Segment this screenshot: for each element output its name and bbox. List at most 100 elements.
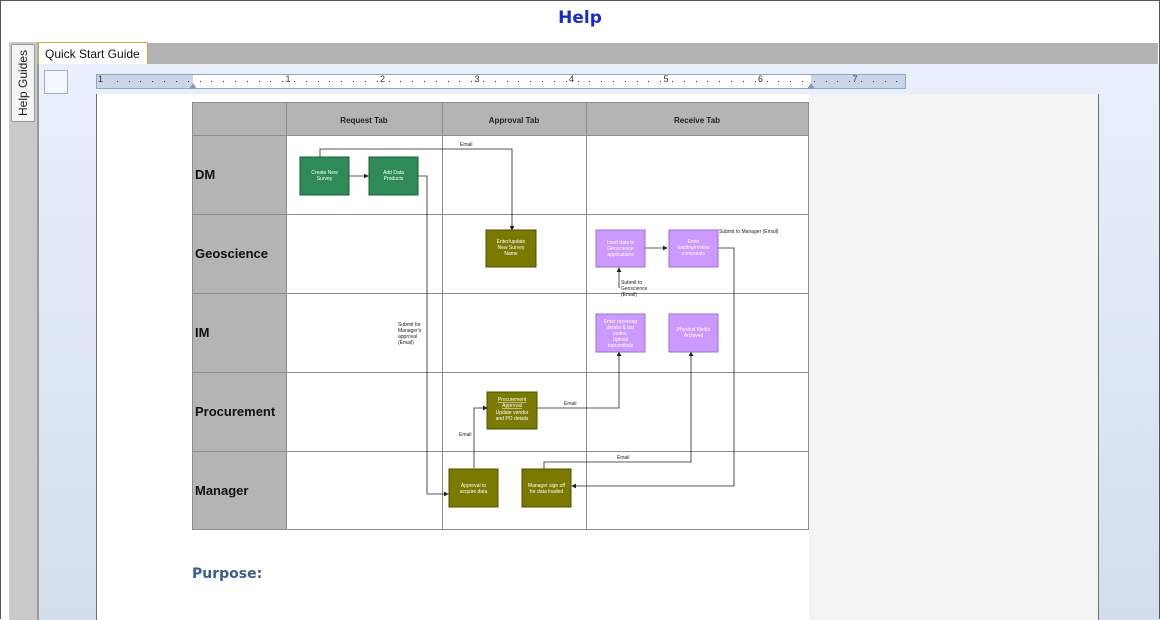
ruler-tick [341, 81, 342, 82]
ruler-tick [129, 81, 130, 82]
svg-text:(Email): (Email) [621, 292, 637, 298]
ruler-tick [200, 81, 201, 82]
left-indent-marker[interactable] [189, 83, 197, 89]
svg-text:(Email): (Email) [398, 340, 414, 346]
diagram-connectors [319, 148, 735, 497]
submit-to-geoscience-annotation: Submit to Geoscience (Email) [621, 280, 648, 298]
svg-text:Create New: Create New [311, 170, 338, 176]
ruler-number: 4 [569, 74, 575, 84]
ruler-tick [554, 81, 555, 82]
window-title: Help [558, 8, 602, 28]
svg-text:and PO details: and PO details [496, 416, 529, 422]
approval-acquire-box: Approval to acquire data [448, 468, 499, 508]
ruler-tick [731, 81, 732, 82]
help-guides-tab-label: Help Guides [16, 49, 30, 117]
ruler-tick [140, 81, 141, 82]
ruler-tick [459, 81, 460, 82]
horizontal-ruler[interactable]: 1 1 2 3 4 5 6 7 [96, 74, 906, 89]
enter-receiving-details-box: Enter receiving details & bar codes. Upl… [595, 313, 646, 353]
diagram-grid [192, 102, 809, 530]
submit-to-manager-annotation: Submit to Manager (Email) [719, 229, 779, 235]
ruler-tick [837, 81, 838, 82]
ruler-tick [282, 81, 283, 82]
help-guides-tab[interactable]: Help Guides [11, 44, 35, 122]
lane-im: IM [195, 325, 209, 340]
column-header-row [192, 102, 809, 135]
ruler-left-margin [97, 75, 193, 88]
ruler-tick [329, 81, 330, 82]
ruler-right-margin [811, 75, 905, 88]
ruler-tick [188, 81, 189, 82]
email-annotation-bottom: Email [617, 455, 630, 461]
svg-text:Manager's: Manager's [398, 328, 422, 334]
lane-manager: Manager [195, 483, 248, 498]
ruler-tick [164, 81, 165, 82]
ruler-tick [849, 81, 850, 82]
svg-text:Geoscience: Geoscience [607, 246, 634, 252]
ruler-tick [885, 81, 886, 82]
procurement-approval-box: Procurement Approval Update vendor and P… [486, 391, 538, 430]
physical-media-box: Physical Media Archived [668, 313, 719, 353]
ruler-tick [400, 81, 401, 82]
right-indent-marker[interactable] [807, 83, 815, 89]
svg-text:Enter: Enter [688, 239, 700, 245]
ruler-tick [802, 81, 803, 82]
ruler-tick [873, 81, 874, 82]
ruler-tick [424, 81, 425, 82]
svg-text:Submit for: Submit for [398, 322, 421, 328]
ruler-tick [672, 81, 673, 82]
ruler-tick [412, 81, 413, 82]
svg-text:approval: approval [398, 334, 417, 340]
ruler-tick [625, 81, 626, 82]
tab-quick-start-guide[interactable]: Quick Start Guide [38, 42, 148, 65]
ruler-tick [660, 81, 661, 82]
svg-text:Archived: Archived [684, 333, 704, 339]
ruler-tick [483, 81, 484, 82]
ruler-corner [44, 70, 68, 94]
svg-text:Enter/update: Enter/update [497, 239, 526, 245]
ruler-tick [696, 81, 697, 82]
column-header-receive: Receive Tab [674, 116, 720, 125]
ruler-number: 3 [474, 74, 480, 84]
ruler-tick [790, 81, 791, 82]
create-survey-box: Create New Survey [299, 156, 350, 196]
ruler-tick [495, 81, 496, 82]
ruler-tick [542, 81, 543, 82]
svg-text:comments: comments [682, 251, 706, 257]
ruler-number: 5 [663, 74, 669, 84]
add-data-products-box: Add Data Products [368, 156, 419, 196]
ruler-tick [259, 81, 260, 82]
ruler-tick [471, 81, 472, 82]
ruler-tick [223, 81, 224, 82]
ruler-number: 1 [98, 74, 104, 84]
ruler-tick [377, 81, 378, 82]
ruler-tick [566, 81, 567, 82]
ruler-number: 7 [852, 74, 858, 84]
ruler-tick [176, 81, 177, 82]
load-data-box: Load data in Geoscience applications [595, 229, 646, 268]
ruler-number: 6 [758, 74, 764, 84]
ruler-tick [589, 81, 590, 82]
ruler-tick [743, 81, 744, 82]
submit-for-approval-annotation: Submit for Manager's approval (Email) [398, 322, 422, 346]
ruler-tick [507, 81, 508, 82]
svg-text:applications: applications [607, 252, 634, 258]
svg-text:Approval to: Approval to [461, 483, 487, 489]
ruler-tick [826, 81, 827, 82]
ruler-number: 1 [285, 74, 291, 84]
ruler-tick [601, 81, 602, 82]
purpose-heading: Purpose: [192, 566, 263, 582]
side-tab-strip [9, 42, 38, 620]
lane-header-column [192, 135, 286, 530]
ruler-tick [778, 81, 779, 82]
ruler-number: 2 [380, 74, 386, 84]
svg-text:Upload: Upload [613, 337, 629, 343]
svg-text:New Survey: New Survey [498, 245, 525, 251]
svg-text:Submit to: Submit to [621, 280, 642, 286]
svg-text:Add Data: Add Data [383, 170, 404, 176]
svg-text:Load data in: Load data in [607, 240, 635, 246]
ruler-tick [235, 81, 236, 82]
svg-text:Approval: Approval [502, 403, 522, 409]
svg-text:Physical Media: Physical Media [677, 327, 711, 333]
email-annotation-top: Email [460, 142, 473, 148]
